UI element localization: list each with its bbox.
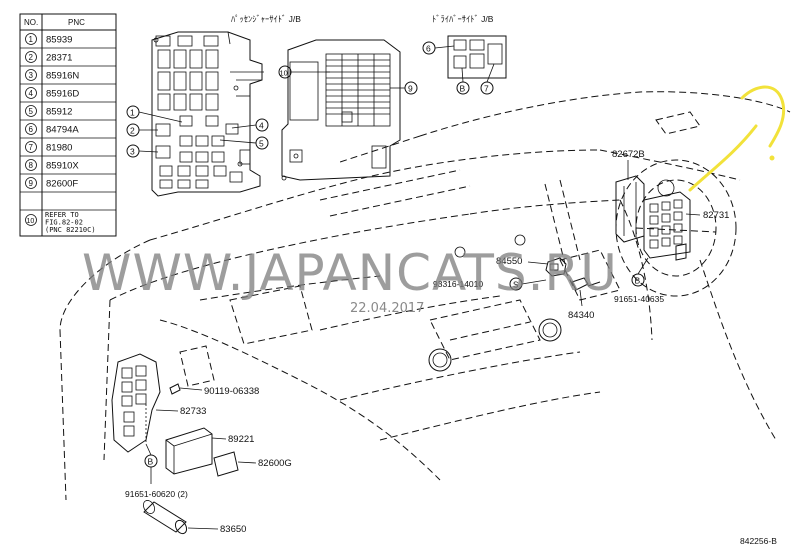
table-row-number-circle	[25, 123, 37, 135]
label-93316-14010: 93316-14010	[433, 279, 483, 289]
table-row-number: 8	[29, 161, 34, 170]
table-row-number-circle	[25, 177, 37, 189]
table-row-pnc: 81980	[46, 143, 72, 154]
label-82672b: 82672B	[612, 149, 645, 160]
table-row-number-circle	[25, 51, 37, 63]
callout-b-passenger: B	[148, 457, 154, 467]
table-row-pnc: 82600F	[46, 179, 78, 190]
label-84340: 84340	[568, 310, 594, 321]
callout-7: 7	[484, 84, 489, 94]
table-row-number-circle	[25, 105, 37, 117]
table-row-pnc: 85910X	[46, 161, 79, 172]
callout-s: S	[513, 281, 518, 290]
table-row-number-circle	[25, 87, 37, 99]
figure-code: 842256-B	[740, 536, 777, 546]
label-82733: 82733	[180, 406, 206, 417]
table-row-number-circle	[25, 33, 37, 45]
label-82600g: 82600G	[258, 458, 292, 469]
table-row-number: 9	[29, 179, 34, 188]
table-row-number-circle	[25, 214, 37, 226]
table-row-number: 2	[29, 53, 34, 62]
callout-3: 3	[130, 147, 135, 157]
callout-4: 4	[259, 121, 264, 131]
label-91651-60620: 91651-60620 (2)	[125, 489, 188, 499]
callout-b-dash: B	[635, 276, 641, 286]
table-row-number: 5	[29, 107, 34, 116]
table-rows: 1 85939 2 28371 3 85916N 4 85916D 5 85912 6 84794A 7…	[25, 33, 96, 234]
label-83650: 83650	[220, 524, 246, 535]
table-row-pnc: 85912	[46, 107, 72, 118]
passenger-jb-inset: ﾊﾟｯｾﾝｼﾞｬｰｻｲﾄﾞ J/B	[126, 14, 418, 197]
label-89221: 89221	[228, 434, 254, 445]
watermark-text: WWW.JAPANCATS.RU	[82, 244, 618, 302]
callout-2: 2	[130, 126, 135, 136]
callout-10: 10	[280, 69, 288, 78]
table-row-number-circle	[25, 159, 37, 171]
table-header-pnc: PNC	[68, 18, 85, 27]
table-row-pnc-line: REFER TO	[45, 211, 79, 219]
passenger-jb-title: ﾊﾟｯｾﾝｼﾞｬｰｻｲﾄﾞ J/B	[231, 14, 301, 24]
driver-side-parts: 82672B 82731 84550 93316-14010 S 84340	[433, 149, 729, 321]
callout-5: 5	[259, 139, 264, 149]
label-84550: 84550	[496, 256, 522, 267]
table-row-number: 7	[29, 143, 34, 152]
driver-jb-title: ﾄﾞﾗｲﾊﾞｰｻｲﾄﾞ J/B	[432, 14, 494, 24]
table-row-number-circle	[25, 141, 37, 153]
label-90119-06338: 90119-06338	[204, 386, 259, 397]
driver-jb-inset: ﾄﾞﾗｲﾊﾞｰｻｲﾄﾞ J/B 6 B 7	[422, 14, 507, 95]
callout-b-driver: B	[460, 84, 466, 94]
passenger-side-parts: 90119-06338 82733 89221 82600G B 91651-6…	[111, 353, 292, 535]
watermark-date: 22.04.2017	[350, 301, 424, 316]
callout-9: 9	[408, 84, 413, 94]
parts-table: NO. PNC 1 85939 2 28371 3 85916N 4 85916D 5 85912…	[19, 13, 117, 237]
table-row-pnc-line: FIG.82-02	[45, 219, 83, 227]
table-row-pnc: 84794A	[46, 125, 79, 136]
table-row-pnc-line: (PNC 82210C)	[45, 226, 96, 234]
table-row-pnc: 85939	[46, 35, 72, 46]
table-row-number: 1	[29, 35, 34, 44]
table-row-number: 10	[27, 218, 35, 225]
table-header-no: NO.	[24, 18, 38, 27]
dashboard-outline	[59, 91, 791, 501]
callout-1: 1	[130, 108, 135, 118]
table-row-number: 6	[29, 125, 34, 134]
handwritten-annotation	[688, 85, 785, 192]
callout-6: 6	[426, 44, 431, 54]
table-row-pnc: 85916D	[46, 89, 79, 100]
table-row-pnc: 85916N	[46, 71, 79, 82]
table-row-number: 4	[29, 89, 34, 98]
label-82731: 82731	[703, 210, 729, 221]
table-row-number: 3	[29, 71, 34, 80]
label-91651-40635: 91651-40635	[614, 294, 664, 304]
table-row-pnc: 28371	[46, 53, 72, 64]
table-row-number-circle	[25, 69, 37, 81]
